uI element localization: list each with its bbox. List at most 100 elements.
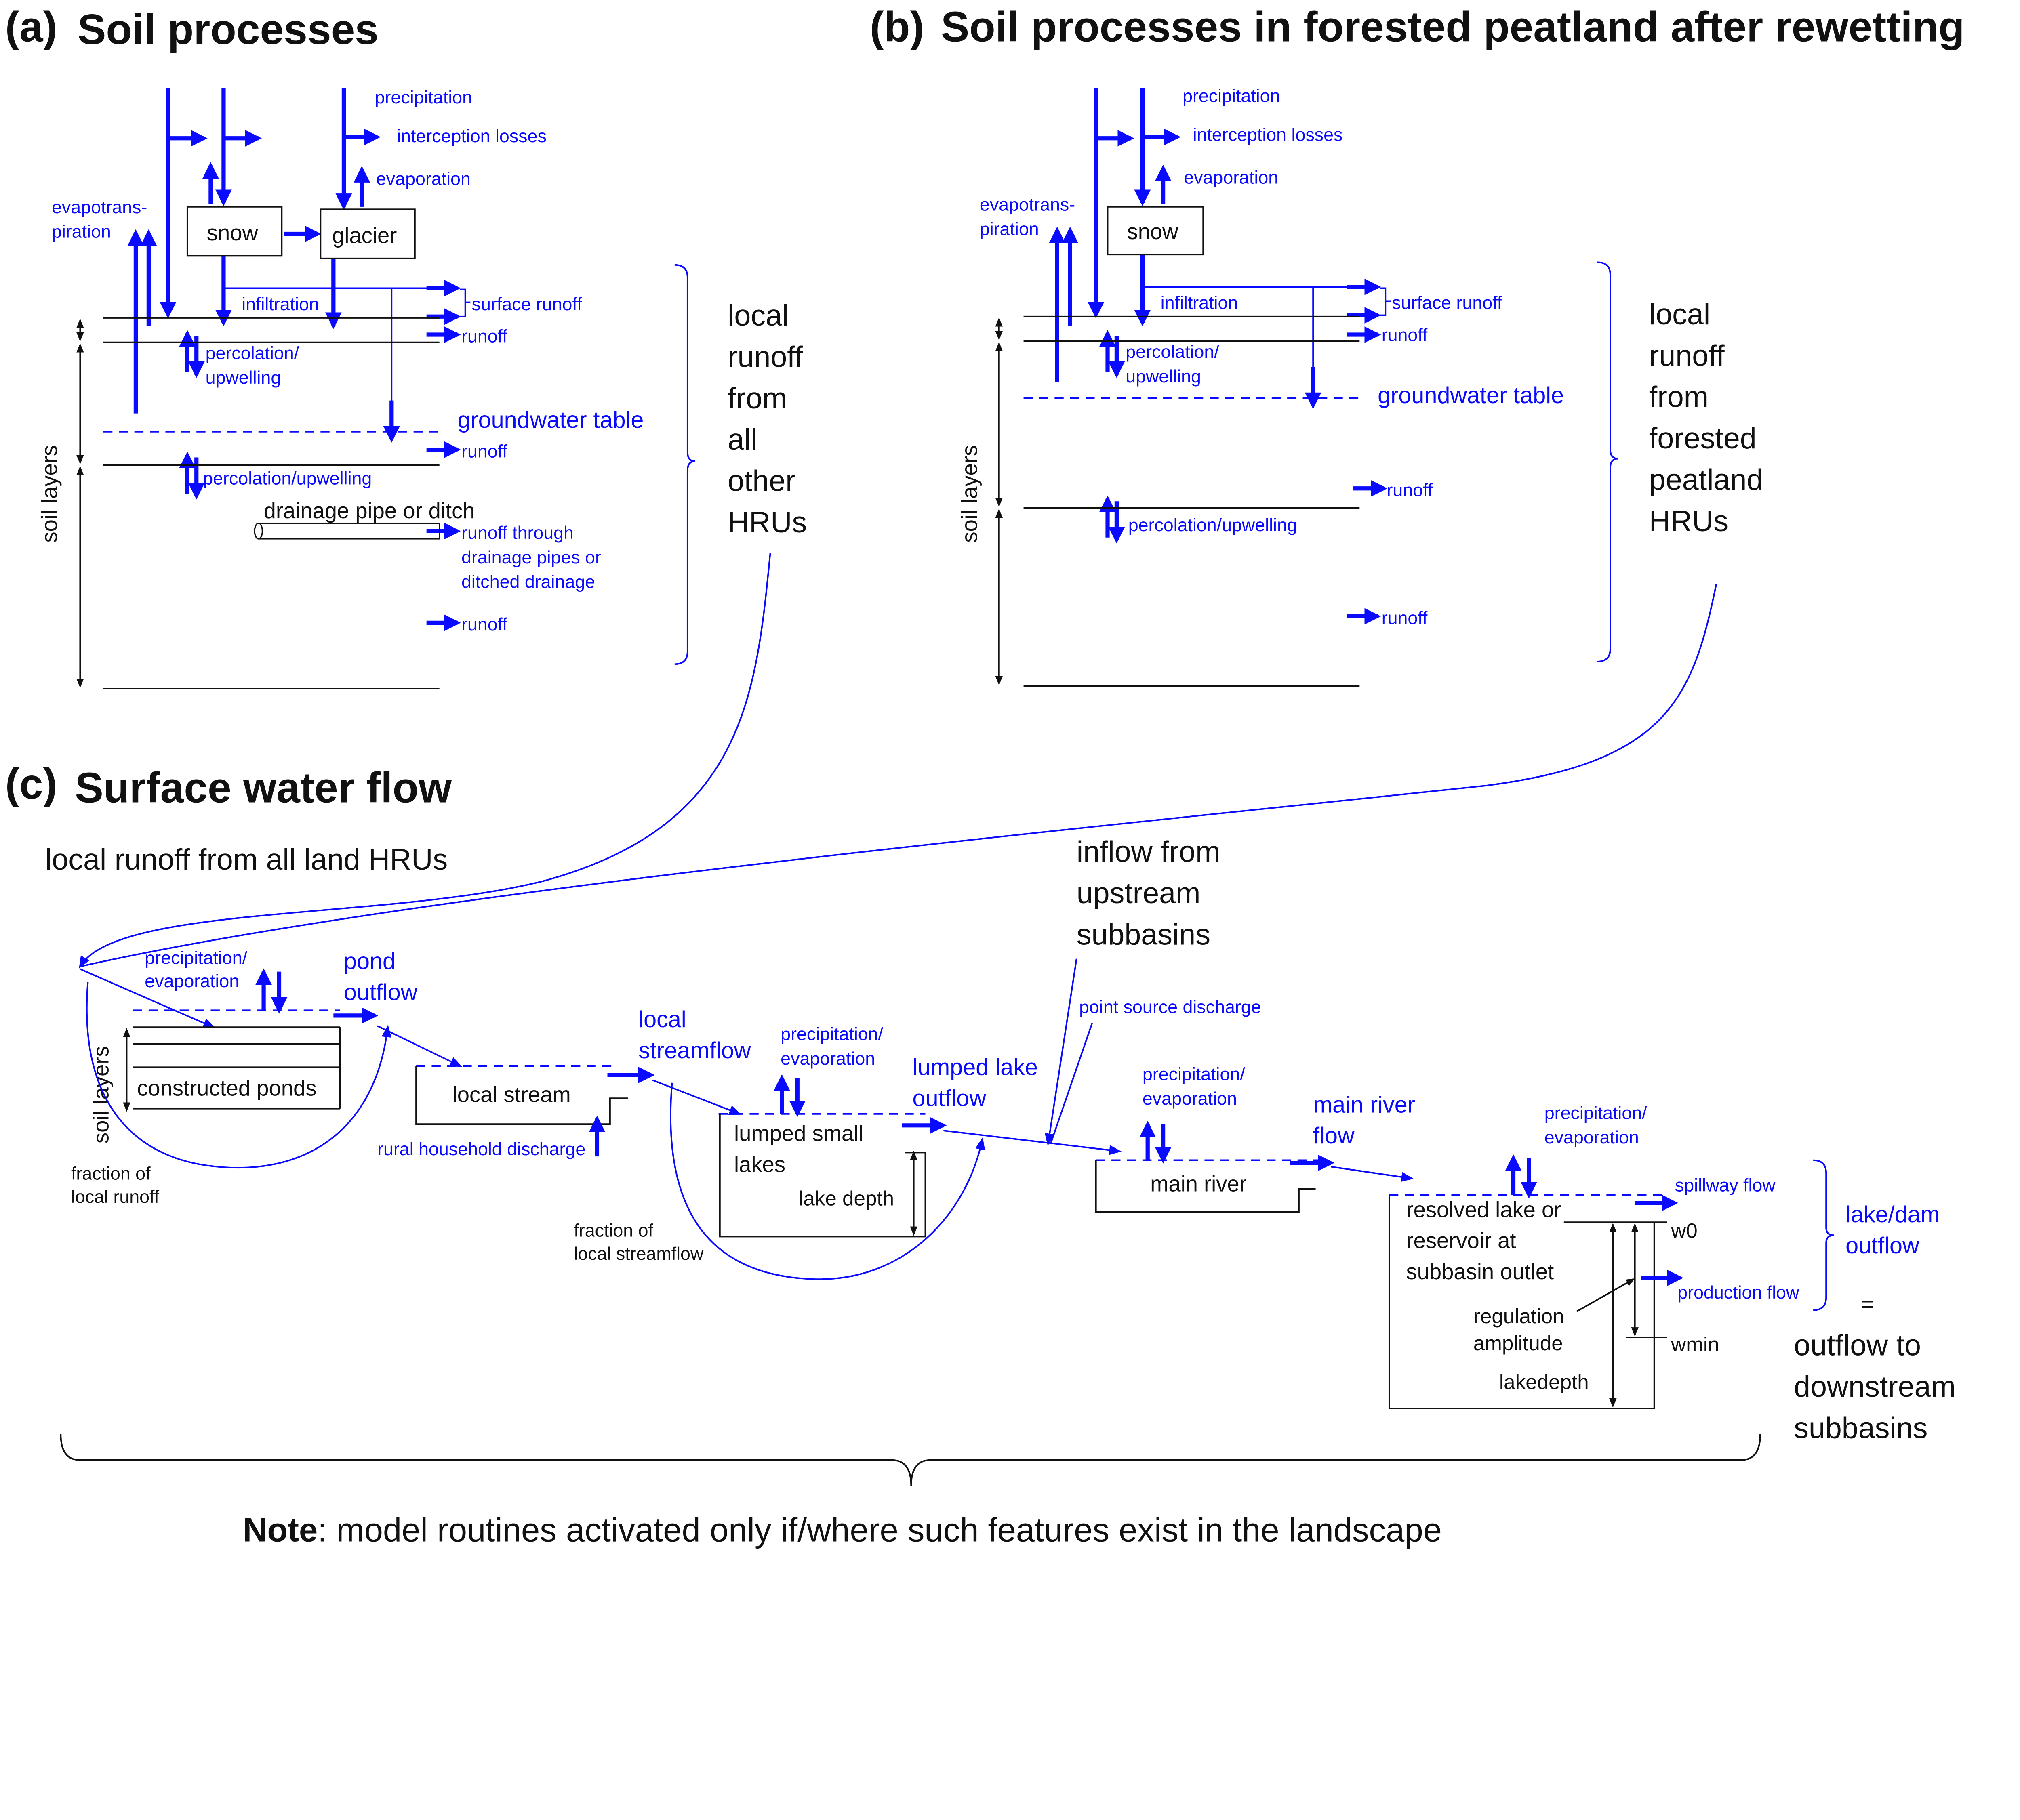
side-line: HRUs bbox=[728, 505, 807, 539]
label-upwelling: upwelling bbox=[1126, 366, 1201, 387]
side-line: from bbox=[728, 381, 787, 415]
label-fraction-streamflow: fraction of bbox=[574, 1220, 653, 1240]
glacier-box bbox=[320, 208, 416, 259]
label-surface-runoff: surface runoff bbox=[472, 294, 582, 314]
side-line: local bbox=[1649, 297, 1710, 331]
side-line: forested bbox=[1649, 421, 1757, 455]
reservoir-box bbox=[1388, 1195, 1655, 1409]
panel-a-soil bbox=[76, 264, 696, 689]
label-dam-outflow-2: outflow bbox=[1845, 1233, 1919, 1259]
label-local-streamflow: local bbox=[638, 1007, 686, 1032]
label-evapotranspiration-2: piration bbox=[980, 219, 1039, 239]
label-reservoir-2: reservoir at bbox=[1406, 1228, 1516, 1253]
label-pond-outflow-2: outflow bbox=[344, 979, 418, 1005]
label-downstream-3: subbasins bbox=[1794, 1411, 1927, 1444]
side-line: local bbox=[728, 298, 789, 332]
snow-box bbox=[1107, 206, 1204, 256]
label-regulation-amplitude: regulation bbox=[1473, 1305, 1564, 1328]
label-wmin: wmin bbox=[1671, 1333, 1719, 1356]
panel-b-letter: (b) bbox=[870, 3, 924, 50]
label-evapotranspiration-2: piration bbox=[52, 222, 111, 242]
hype-process-diagram: (a) Soil processes bbox=[5, 3, 1965, 1549]
label-fraction-runoff: fraction of bbox=[71, 1164, 151, 1184]
panel-b: (b) Soil processes in forested peatland … bbox=[870, 3, 1965, 687]
label-spillway-flow: spillway flow bbox=[1675, 1175, 1776, 1195]
label-lumped-lakes: lumped small bbox=[734, 1121, 863, 1146]
label-local-streamflow-2: streamflow bbox=[638, 1038, 751, 1063]
label-lake-outflow: lumped lake bbox=[912, 1055, 1037, 1080]
side-line: peatland bbox=[1649, 462, 1763, 496]
label-soil-layers: soil layers bbox=[37, 445, 62, 543]
note-text: : model routines activated only if/where… bbox=[318, 1511, 1442, 1549]
label-precip-evap-2: evaporation bbox=[1544, 1127, 1639, 1147]
label-inflow: inflow from bbox=[1077, 835, 1220, 868]
side-line: all bbox=[728, 422, 758, 456]
panel-a-bracket bbox=[674, 264, 696, 665]
constructed-ponds-box bbox=[123, 1026, 341, 1112]
label-evaporation: evaporation bbox=[376, 168, 471, 189]
label-runoff: runoff bbox=[1382, 608, 1428, 628]
label-runoff: runoff bbox=[461, 614, 507, 635]
label-inflow-3: subbasins bbox=[1077, 917, 1210, 951]
label-evapotranspiration: evapotrans- bbox=[980, 194, 1075, 214]
label-percolation-upwelling: percolation/upwelling bbox=[1128, 515, 1297, 535]
label-groundwater-table: groundwater table bbox=[457, 407, 644, 433]
label-local-runoff: local runoff from all land HRUs bbox=[45, 843, 448, 876]
panel-a-arrows bbox=[127, 88, 471, 631]
panel-a-side-text: local runoff from all other HRUs bbox=[728, 298, 807, 539]
panel-b-side-text: local runoff from forested peatland HRUs bbox=[1649, 297, 1763, 538]
panel-c-title: Surface water flow bbox=[75, 764, 452, 812]
connector-curve-b bbox=[80, 584, 1717, 967]
label-constructed-ponds: constructed ponds bbox=[137, 1076, 316, 1101]
connector-curve-a bbox=[79, 553, 771, 969]
label-percolation-upwelling: percolation/upwelling bbox=[203, 469, 372, 489]
label-rural-discharge: rural household discharge bbox=[377, 1139, 585, 1159]
glacier-label: glacier bbox=[332, 223, 397, 248]
label-lake-outflow-2: outflow bbox=[912, 1085, 986, 1111]
panel-c: (c) Surface water flow local runoff from… bbox=[5, 760, 1956, 1549]
panel-a-title: Soil processes bbox=[78, 6, 379, 53]
label-evaporation: evaporation bbox=[1184, 167, 1278, 187]
panel-a-letter: (a) bbox=[5, 3, 57, 50]
label-pond-outflow: pond bbox=[344, 948, 396, 974]
lumped-lakes-box bbox=[719, 1114, 926, 1238]
label-precip-evap-2: evaporation bbox=[145, 971, 239, 991]
label-percolation: percolation/ bbox=[206, 343, 299, 363]
side-line: from bbox=[1649, 380, 1709, 414]
snow-label: snow bbox=[1127, 219, 1179, 244]
label-runoff: runoff bbox=[1387, 480, 1433, 500]
label-regulation-amplitude-2: amplitude bbox=[1473, 1332, 1563, 1355]
label-main-river-flow-2: flow bbox=[1313, 1123, 1355, 1149]
label-local-stream: local stream bbox=[452, 1082, 571, 1107]
label-precipitation: precipitation bbox=[375, 87, 472, 107]
label-drain-runoff-2: drainage pipes or bbox=[461, 547, 601, 567]
outflow-bracket bbox=[1813, 1159, 1834, 1311]
side-line: runoff bbox=[1649, 338, 1725, 372]
label-downstream-2: downstream bbox=[1794, 1370, 1956, 1403]
label-dam-outflow: lake/dam bbox=[1845, 1202, 1940, 1227]
panel-c-letter: (c) bbox=[5, 760, 57, 808]
label-runoff: runoff bbox=[461, 441, 507, 461]
label-lakedepth: lakedepth bbox=[1499, 1370, 1589, 1393]
label-main-river-flow: main river bbox=[1313, 1092, 1415, 1118]
label-w0: w0 bbox=[1671, 1219, 1697, 1242]
label-precip-evap: precipitation/ bbox=[1544, 1103, 1647, 1123]
label-precip-evap: precipitation/ bbox=[145, 948, 247, 968]
label-point-source: point source discharge bbox=[1079, 997, 1261, 1017]
label-precipitation: precipitation bbox=[1183, 86, 1280, 106]
snow-box bbox=[186, 206, 283, 257]
label-drainage-pipe: drainage pipe or ditch bbox=[264, 498, 475, 523]
snow-label: snow bbox=[207, 221, 259, 245]
label-fraction-runoff-2: local runoff bbox=[71, 1187, 160, 1207]
label-reservoir: resolved lake or bbox=[1406, 1197, 1561, 1222]
label-main-river: main river bbox=[1150, 1171, 1247, 1196]
label-surface-runoff: surface runoff bbox=[1392, 293, 1502, 313]
label-precip-evap: precipitation/ bbox=[781, 1024, 883, 1044]
local-stream-box bbox=[415, 1066, 628, 1125]
main-river-box bbox=[1095, 1160, 1316, 1213]
note: Note: model routines activated only if/w… bbox=[243, 1511, 1441, 1549]
side-line: HRUs bbox=[1649, 504, 1728, 538]
label-reservoir-3: subbasin outlet bbox=[1406, 1259, 1554, 1284]
label-evapotranspiration: evapotrans- bbox=[52, 197, 147, 217]
label-precip-evap-2: evaporation bbox=[1143, 1089, 1237, 1109]
